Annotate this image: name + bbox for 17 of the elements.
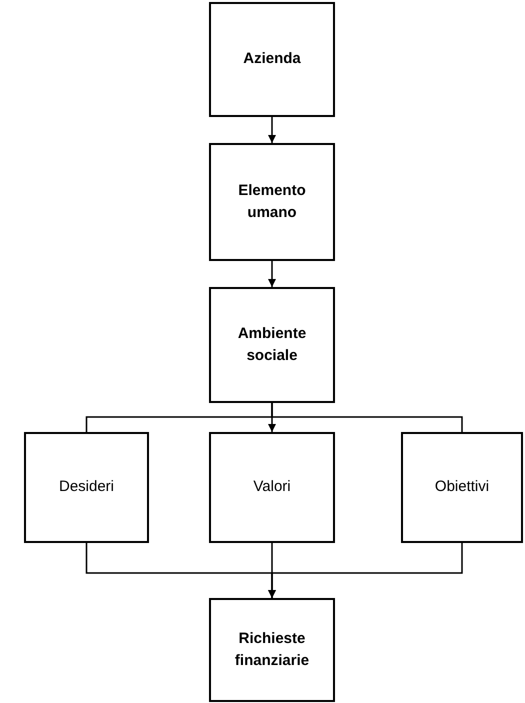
process-box	[209, 143, 335, 261]
connector-arrow	[268, 117, 276, 143]
process-box	[209, 598, 335, 702]
box-label: Ambiente sociale	[236, 324, 308, 366]
box-label: Valori	[253, 477, 291, 498]
process-box	[209, 287, 335, 403]
box-label: Azienda	[243, 49, 301, 70]
box-label: Desideri	[58, 477, 114, 498]
box-label: Obiettivi	[434, 477, 490, 498]
connector-arrow	[268, 543, 463, 598]
box-label: Richieste finanziarie	[234, 628, 310, 671]
process-box	[24, 432, 149, 543]
box-label: Elemento umano	[237, 180, 307, 223]
process-box	[209, 2, 335, 117]
process-box	[209, 432, 335, 543]
process-box	[401, 432, 523, 543]
connector-arrow	[268, 261, 276, 287]
